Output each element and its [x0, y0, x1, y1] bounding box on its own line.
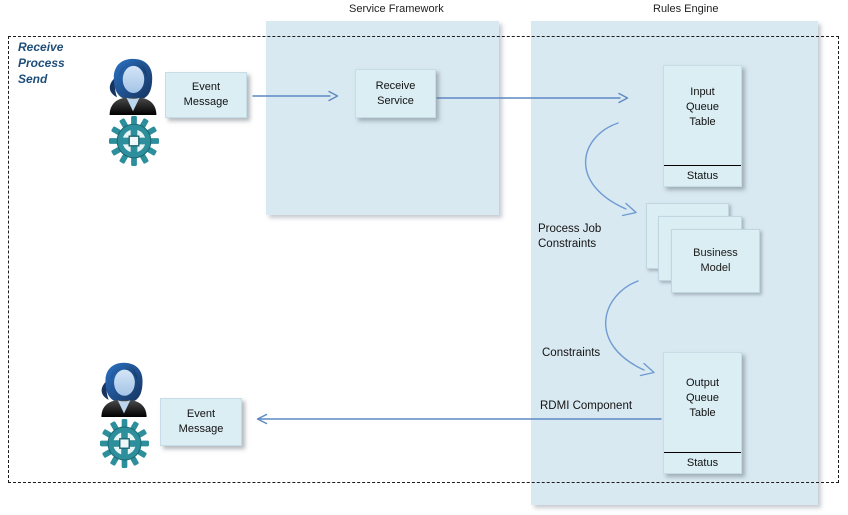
- person-icon: [109, 58, 157, 115]
- node-label-line: Input: [690, 86, 715, 98]
- event-message-bottom-node: Event Message: [160, 398, 242, 446]
- lane-label: Receive Process Send: [18, 39, 65, 87]
- status-label: Status: [686, 456, 719, 469]
- arrowhead: [639, 362, 655, 377]
- node-label-line: Event: [191, 81, 221, 93]
- constraints-label: Constraints: [542, 347, 601, 359]
- status-label: Status: [686, 169, 719, 182]
- service-framework-label: Service Framework: [349, 3, 444, 15]
- arrowhead: [256, 413, 268, 425]
- person-icon: [101, 362, 147, 417]
- lane-label-line: Process: [18, 56, 65, 70]
- node-label-line: Event: [186, 408, 216, 420]
- input-queue-table-node: Input Queue Table Status: [663, 65, 742, 187]
- process-job-constraints-label: Process Job Constraints: [538, 223, 602, 250]
- lane-label-line: Receive: [18, 40, 64, 54]
- node-label-line: Message: [183, 96, 229, 108]
- rules-engine-label: Rules Engine: [653, 3, 719, 15]
- event-message-top-node: Event Message: [165, 72, 247, 118]
- receive-service-node: Receive Service: [355, 69, 436, 118]
- rdmi-component-label: RDMI Component: [540, 400, 633, 412]
- gear-icon: [109, 116, 159, 166]
- service-framework-panel: [266, 21, 499, 215]
- arrowhead: [328, 90, 339, 102]
- lane-label-line: Send: [18, 72, 48, 86]
- output-queue-table-node: Output Queue Table Status: [663, 352, 742, 474]
- arrowhead: [618, 92, 629, 104]
- arrowhead: [621, 202, 637, 217]
- node-label-line: Table: [689, 407, 716, 419]
- output-queue-status-row: Status: [664, 452, 741, 473]
- node-label-line: Service: [377, 94, 414, 107]
- node-label-line: Message: [178, 423, 224, 435]
- input-queue-status-row: Status: [664, 165, 741, 186]
- node-label-line: Output: [685, 377, 720, 389]
- input-queue-table-body: Input Queue Table: [664, 66, 741, 165]
- curved-arrow-model-to-output: [605, 280, 645, 371]
- curved-arrow-input-to-model: [584, 122, 627, 210]
- node-label-line: Queue: [685, 392, 720, 404]
- node-label-line: Business: [693, 247, 738, 259]
- business-model-node: Business Model: [671, 229, 760, 293]
- node-label-line: Receive: [375, 79, 416, 92]
- node-label-line: Queue: [685, 101, 720, 113]
- node-label-line: Table: [689, 116, 716, 128]
- node-label-line: Model: [700, 262, 731, 274]
- swimlane-dashed-border: [8, 36, 839, 483]
- gear-icon: [100, 419, 149, 468]
- output-queue-table-body: Output Queue Table: [664, 353, 741, 452]
